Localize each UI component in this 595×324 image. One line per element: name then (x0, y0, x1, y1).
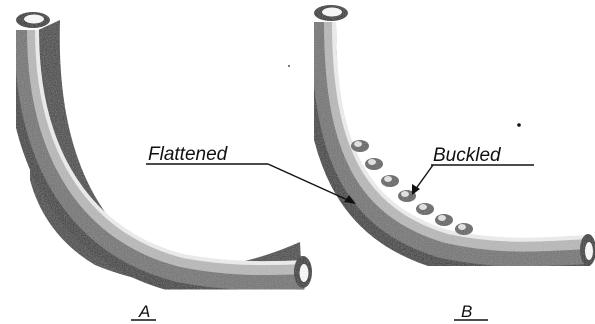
callout-buckled: Buckled (412, 145, 534, 195)
caption-a-label: A (138, 302, 150, 321)
callout-flattened-label: Flattened (148, 144, 229, 165)
caption-b: B (454, 302, 488, 321)
ink-speck (288, 65, 290, 67)
caption-b-label: B (461, 302, 472, 321)
ink-speck (517, 123, 521, 127)
callout-buckled-label: Buckled (433, 145, 502, 166)
caption-a: A (131, 302, 156, 321)
tube-b (314, 5, 595, 266)
callout-buckled-leader (415, 165, 433, 190)
